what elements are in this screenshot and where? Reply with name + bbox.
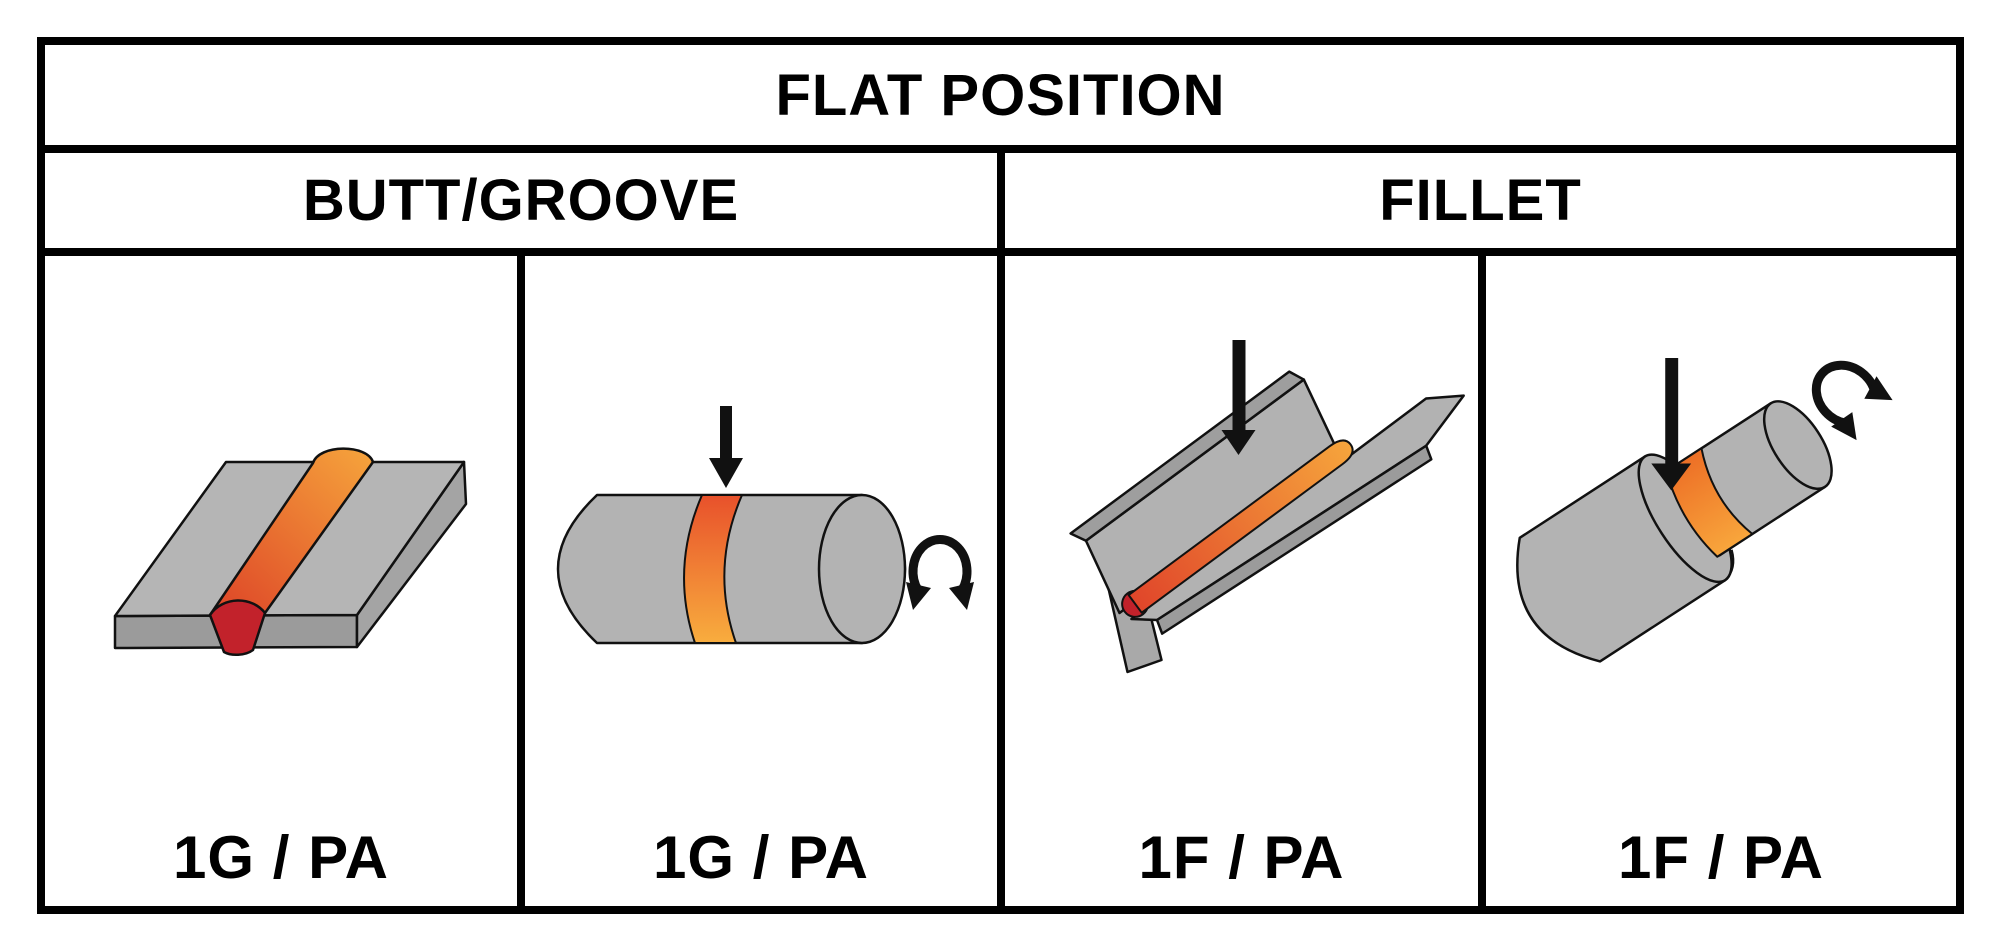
column-header-fillet: FILLET bbox=[1005, 153, 1956, 248]
weld-bead bbox=[1127, 439, 1354, 614]
flat-plate-butt-weld-illustration bbox=[113, 447, 468, 656]
rotating-pipe-fillet-weld-illustration bbox=[1516, 357, 1893, 663]
position-code-label: 1G / PA bbox=[653, 824, 869, 891]
weld-bead bbox=[208, 447, 375, 617]
illustration-row: 1G / PA bbox=[45, 256, 1956, 906]
bottom-plate-top-face bbox=[1130, 394, 1465, 622]
column-header-label: BUTT/GROOVE bbox=[302, 168, 740, 233]
cell-1f-pipe: 1F / PA bbox=[1486, 256, 1956, 906]
cell-divider bbox=[517, 256, 525, 906]
down-arrow-icon bbox=[709, 406, 743, 488]
column-header-butt-groove: BUTT/GROOVE bbox=[45, 153, 997, 248]
weld-root-cross-section bbox=[208, 599, 267, 656]
position-code-label: 1F / PA bbox=[1618, 824, 1824, 891]
down-arrow-icon bbox=[1221, 340, 1256, 455]
row-divider bbox=[45, 145, 1956, 153]
page-title: FLAT POSITION bbox=[775, 62, 1226, 128]
rotating-pipe-groove-weld-illustration bbox=[556, 406, 974, 645]
end-face-rim-arc bbox=[1724, 549, 1735, 581]
column-divider bbox=[997, 153, 1005, 248]
t-joint-fillet-weld-illustration bbox=[1069, 340, 1465, 674]
table-title-row: FLAT POSITION bbox=[45, 45, 1956, 145]
row-divider bbox=[45, 248, 1956, 256]
column-header-label: FILLET bbox=[1379, 168, 1582, 233]
weld-band bbox=[683, 494, 743, 644]
pipe-end-face bbox=[817, 493, 907, 645]
rotation-icon bbox=[906, 534, 974, 610]
cell-1g-pipe: 1G / PA bbox=[525, 256, 997, 906]
cell-divider bbox=[1478, 256, 1486, 906]
position-code-label: 1F / PA bbox=[1138, 824, 1345, 891]
down-arrow-icon bbox=[1651, 357, 1692, 491]
cell-1f-tjoint: 1F / PA bbox=[1005, 256, 1478, 906]
rotation-icon bbox=[1811, 360, 1893, 441]
weld-band bbox=[1665, 447, 1754, 558]
welding-positions-table: FLAT POSITION BUTT/GROOVE FILLET bbox=[37, 37, 1964, 914]
bottom-plate-edge bbox=[1155, 444, 1433, 635]
position-code-label: 1G / PA bbox=[173, 824, 389, 891]
column-header-row: BUTT/GROOVE FILLET bbox=[45, 153, 1956, 248]
cell-divider bbox=[997, 256, 1005, 906]
small-pipe-end-face bbox=[1762, 400, 1833, 491]
cell-1g-plate: 1G / PA bbox=[45, 256, 517, 906]
